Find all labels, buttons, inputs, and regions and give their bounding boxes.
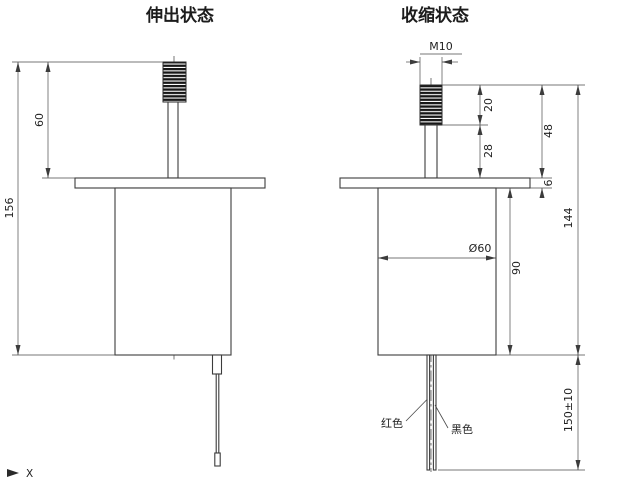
dimension-6: 6 bbox=[542, 180, 555, 187]
dimension-20: 20 bbox=[482, 98, 495, 112]
retracted-view-title: 收缩状态 bbox=[401, 5, 469, 26]
extended-view: 伸出状态 60 156 bbox=[3, 5, 266, 467]
black-wire bbox=[432, 354, 437, 471]
red-wire-label: 红色 bbox=[381, 416, 403, 430]
black-wire-label: 黑色 bbox=[451, 422, 473, 436]
dimension-144: 144 bbox=[562, 208, 575, 229]
probe-shaft bbox=[215, 373, 220, 454]
retracted-view: 收缩状态 M10 20 28 48 6 bbox=[339, 5, 585, 472]
dimension-156: 156 bbox=[3, 198, 16, 219]
axis-arrow-icon bbox=[7, 469, 19, 477]
red-wire-leader bbox=[405, 398, 428, 422]
red-wire bbox=[426, 354, 431, 471]
extended-view-title: 伸出状态 bbox=[145, 5, 214, 26]
probe-collet bbox=[211, 354, 223, 375]
axis-x-label: X bbox=[26, 468, 33, 480]
dimension-28: 28 bbox=[482, 144, 495, 158]
dimension-60: 60 bbox=[33, 113, 46, 127]
stud-rod bbox=[167, 101, 179, 179]
axis-marker: X bbox=[7, 468, 33, 480]
mounting-flange bbox=[339, 177, 531, 189]
thread-callout: M10 bbox=[429, 40, 453, 53]
probe-tip bbox=[214, 452, 221, 467]
dimension-150: 150±10 bbox=[562, 388, 575, 432]
cylinder-body bbox=[377, 187, 497, 356]
dimension-90: 90 bbox=[510, 261, 523, 275]
threaded-stud bbox=[162, 61, 187, 103]
mounting-flange bbox=[74, 177, 266, 189]
dimension-48: 48 bbox=[542, 124, 555, 138]
dimension-dia60: Ø60 bbox=[469, 242, 492, 255]
stud-rod bbox=[424, 124, 438, 179]
cylinder-body bbox=[114, 187, 232, 356]
black-wire-leader bbox=[434, 404, 449, 429]
threaded-stud bbox=[419, 84, 443, 126]
